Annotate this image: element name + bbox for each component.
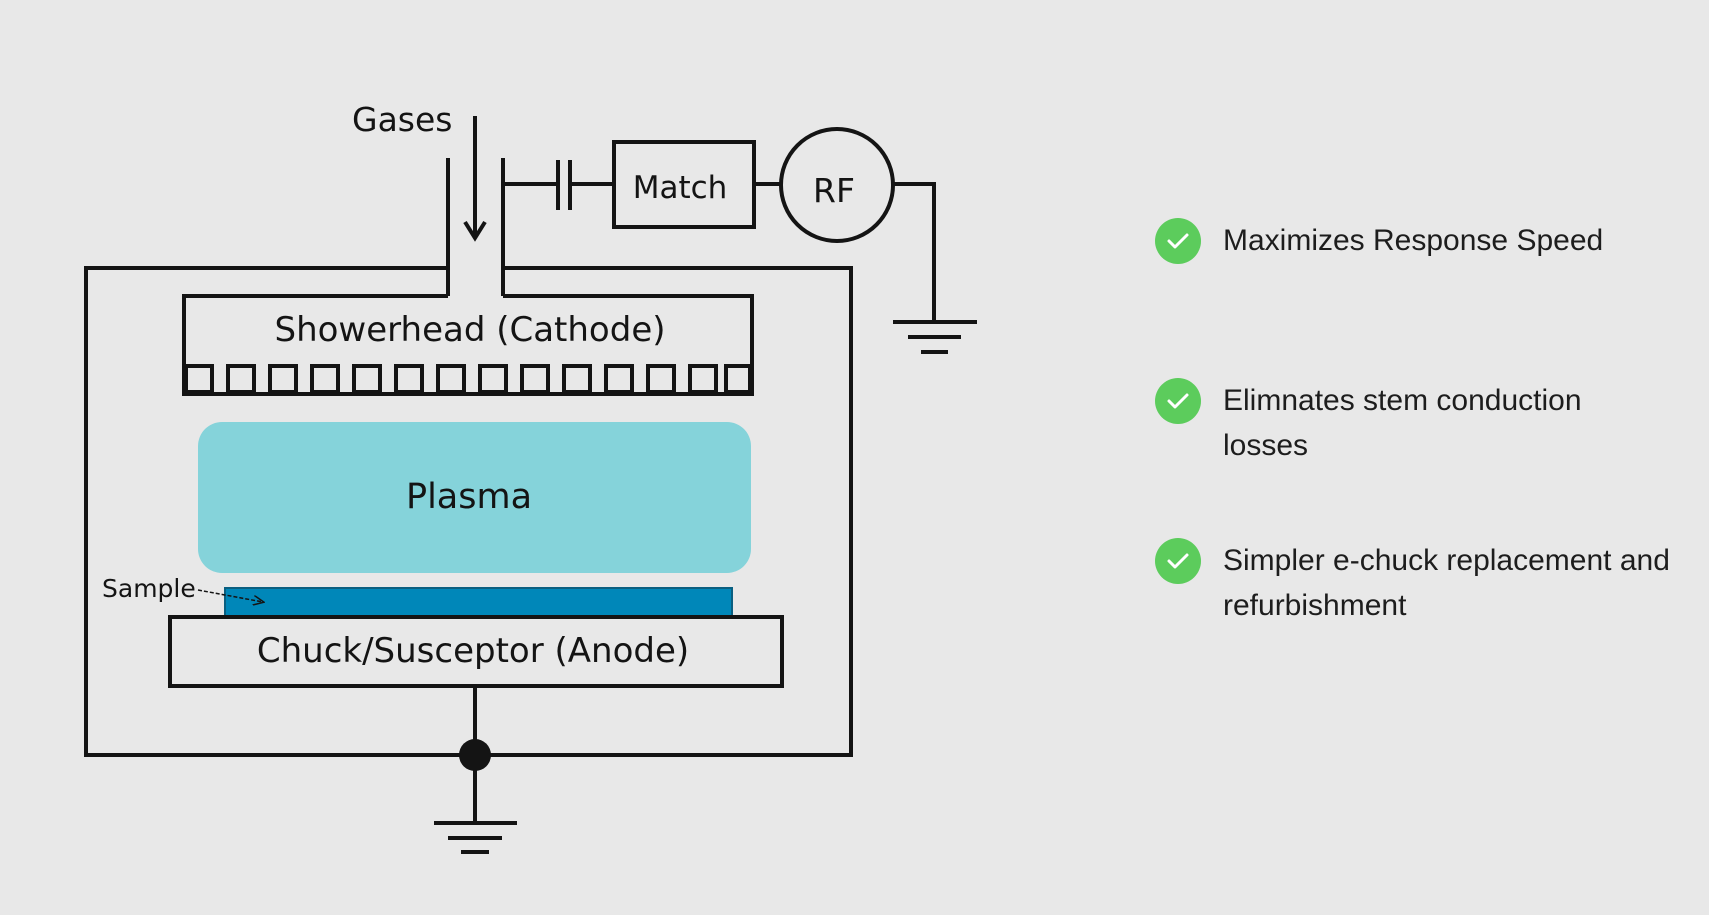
plasma-label: Plasma (406, 477, 532, 517)
benefit-text: Simpler e-chuck replacement and refurbis… (1223, 544, 1670, 622)
sample-label: Sample (102, 574, 196, 603)
benefit-item: Maximizes Response Speed (1155, 218, 1693, 264)
showerhead-holes (184, 364, 752, 394)
sample-pointer-arrow (197, 589, 263, 602)
showerhead-label: Showerhead (Cathode) (274, 310, 665, 350)
chuck-label: Chuck/Susceptor (Anode) (257, 631, 689, 671)
plasma-region (198, 422, 751, 573)
benefit-item: Simpler e-chuck replacement and refurbis… (1155, 538, 1693, 628)
benefit-text: Maximizes Response Speed (1223, 224, 1604, 257)
check-circle-icon (1155, 218, 1201, 264)
gases-label: Gases (352, 100, 452, 139)
sample-wafer (224, 587, 733, 617)
rf-ground-wire (893, 182, 936, 322)
ground-junction-dot (459, 739, 491, 771)
check-circle-icon (1155, 538, 1201, 584)
benefit-text: Elimnates stem conduction losses (1223, 384, 1582, 462)
check-circle-icon (1155, 378, 1201, 424)
match-label: Match (633, 170, 728, 206)
rf-label: RF (813, 171, 855, 210)
showerhead-body (182, 294, 754, 396)
benefit-item: Elimnates stem conduction losses (1155, 378, 1663, 468)
gas-arrow-head (463, 220, 487, 242)
